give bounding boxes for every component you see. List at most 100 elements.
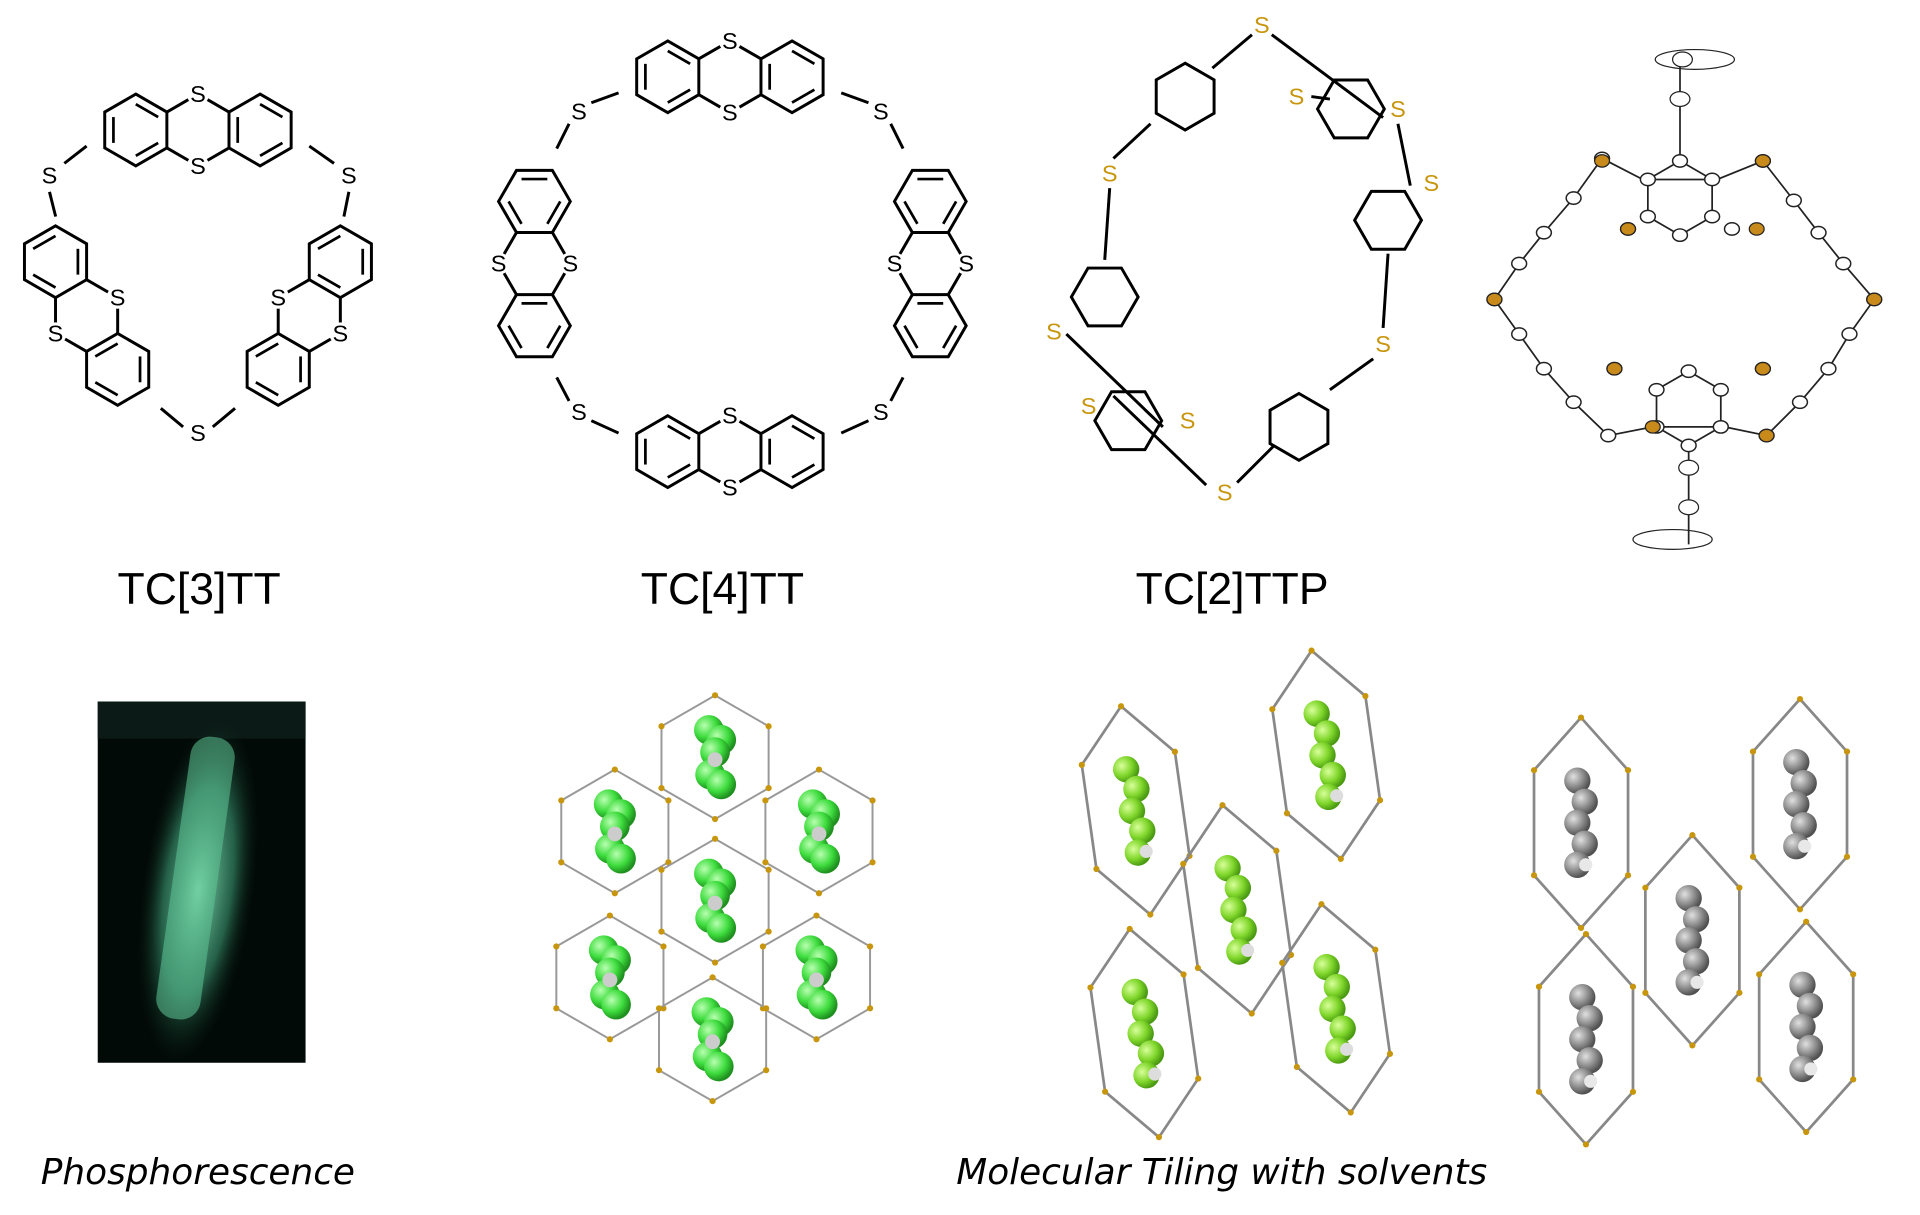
solvent-atom <box>706 769 737 800</box>
double-bond <box>546 325 562 349</box>
label-bg <box>1077 394 1100 417</box>
double-bond <box>667 49 691 66</box>
solvent-atom <box>1783 833 1810 860</box>
bond <box>159 407 185 429</box>
label-bg <box>1420 172 1443 195</box>
carbon-atom <box>1785 193 1802 208</box>
solvent-atom <box>1131 998 1159 1025</box>
host-cell <box>1078 703 1193 918</box>
solvent-atom <box>1789 1013 1816 1041</box>
solvent-atom <box>1796 1034 1824 1062</box>
solvent-atom <box>1309 742 1336 769</box>
bond <box>889 376 905 402</box>
bond <box>840 419 870 435</box>
sulfur-site <box>1337 855 1344 862</box>
solvent-atom <box>1783 791 1810 818</box>
sulfur-site <box>759 943 767 950</box>
sulfur-site <box>1749 853 1757 860</box>
host-cell <box>759 912 874 1043</box>
carbon-atom <box>1565 395 1582 410</box>
sulfur-atom-label: S <box>190 153 206 179</box>
sulfur-atom-label: S <box>270 285 286 311</box>
bond <box>1381 253 1390 329</box>
sulfur-atom-label: S <box>190 420 206 446</box>
sulfur-site <box>1126 925 1133 933</box>
sulfur-site <box>1155 1134 1163 1141</box>
sulfur-site <box>813 912 820 919</box>
packing-tc3tt <box>553 692 876 1105</box>
benzene-ring <box>1069 266 1140 328</box>
double-bond <box>546 200 562 225</box>
packing-tc2ttp-gray <box>1530 695 1857 1148</box>
solvent-atom <box>1682 948 1710 975</box>
hydrogen-atom <box>1584 1074 1598 1088</box>
host-cell <box>1269 647 1384 862</box>
sulfur-atom-label: S <box>491 251 507 277</box>
sulfur-site <box>1736 989 1743 996</box>
solvent-atom <box>1790 770 1817 797</box>
double-bond <box>259 141 284 157</box>
solvent-atom <box>1319 761 1346 789</box>
macrocycle-bonds <box>1493 157 1876 437</box>
phenyl-ellipsoid <box>1654 48 1736 70</box>
host-cell <box>1535 931 1637 1148</box>
sulfur-site <box>709 974 716 981</box>
carbon-atom <box>1671 228 1689 243</box>
solvent-atom <box>1576 1005 1603 1032</box>
sulfur-site <box>1171 748 1178 755</box>
solvent-atom <box>1230 916 1257 943</box>
carbon-atom <box>1648 382 1665 397</box>
sulfur-site <box>611 766 618 773</box>
benzene-ring <box>1315 78 1387 140</box>
sulfur-site <box>606 912 613 919</box>
hydrogen-atom <box>705 1034 720 1050</box>
label-bg <box>718 476 742 499</box>
sulfur-atom-label: S <box>333 320 349 346</box>
label-bg <box>267 286 290 309</box>
carbon-atom <box>1535 225 1553 240</box>
label-bg <box>1176 409 1199 432</box>
sulfur-site <box>813 1036 820 1043</box>
host-cell <box>655 974 770 1105</box>
sulfur-atom-label: S <box>1423 170 1439 196</box>
crystal-structure-ortep <box>1486 48 1883 550</box>
label-bg <box>1098 162 1121 185</box>
carbon-atom <box>1723 222 1741 236</box>
sulfur-site <box>1219 802 1226 809</box>
hydrogen-atom <box>1690 975 1704 989</box>
sulfur-atom-label: S <box>1289 84 1305 110</box>
solvent-atom <box>1790 812 1817 839</box>
solvent-atom <box>1303 700 1330 727</box>
sulfur-site <box>1642 884 1649 891</box>
benzene-ring <box>1352 189 1424 251</box>
sulfur-site <box>1850 971 1857 978</box>
sulfur-atom-label: S <box>110 285 126 311</box>
sulfur-site <box>611 890 618 897</box>
hydrogen-atom <box>1804 1062 1818 1076</box>
sulfur-site <box>866 943 874 950</box>
sulfur-atom <box>1866 292 1883 307</box>
sulfur-site <box>1194 964 1201 972</box>
sulfur-site <box>1102 1088 1109 1095</box>
sulfur-site <box>665 797 672 804</box>
bond <box>1329 357 1375 391</box>
sulfur-site <box>1689 832 1696 839</box>
double-bond <box>255 381 279 397</box>
sulfur-site <box>1803 918 1810 925</box>
solvent-atom <box>1783 748 1810 776</box>
carbon-atom <box>1671 153 1689 168</box>
hydrogen-atom <box>1148 1067 1162 1081</box>
label-bg <box>44 322 67 345</box>
sulfur-site <box>763 1005 770 1012</box>
double-bond <box>507 200 523 225</box>
carbon-atom <box>1639 172 1657 187</box>
double-bond <box>255 342 279 358</box>
sulfur-site <box>1582 931 1590 938</box>
sulfur-site <box>1843 853 1851 860</box>
double-bond <box>135 141 159 157</box>
solvent-atom <box>1224 874 1252 902</box>
sulfur-site <box>1803 1128 1810 1136</box>
carbon-atom <box>1841 327 1858 342</box>
sulfur-site <box>658 785 665 792</box>
